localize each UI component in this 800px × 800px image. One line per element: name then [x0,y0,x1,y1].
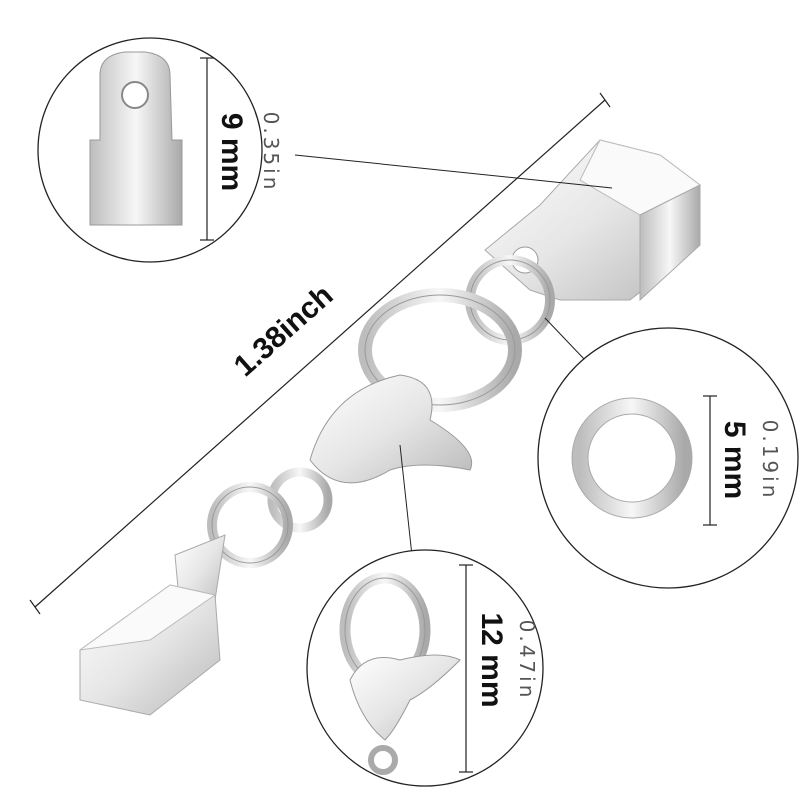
jump-ring-imperial: 0.19in [758,420,782,501]
leader-lines [294,154,613,566]
jump-ring-detail: 5 mm 0.19in [537,327,799,589]
lobster-clasp [309,288,522,484]
crimp-end-imperial: 0.35in [259,112,283,193]
jump-ring-dimension-line [703,395,717,526]
crimp-end-metric: 9 mm [215,113,248,191]
lobster-clasp-detail: 12 mm 0.47in [306,549,544,787]
overall-dimension-line [29,92,611,615]
bottom-crimp-end [79,534,226,716]
lobster-clasp-imperial: 0.47in [515,620,539,701]
lobster-clasp-dimension-line [459,564,473,773]
overall-length-label: 1.38inch [228,279,340,383]
crimp-end-detail: 9 mm 0.35in [37,37,283,263]
top-crimp-end [484,139,701,302]
lobster-clasp-metric: 12 mm [475,612,508,707]
assembled-clasp-product [79,139,701,716]
crimp-end-dimension-line [200,57,214,241]
jump-ring-metric: 5 mm [718,421,751,499]
